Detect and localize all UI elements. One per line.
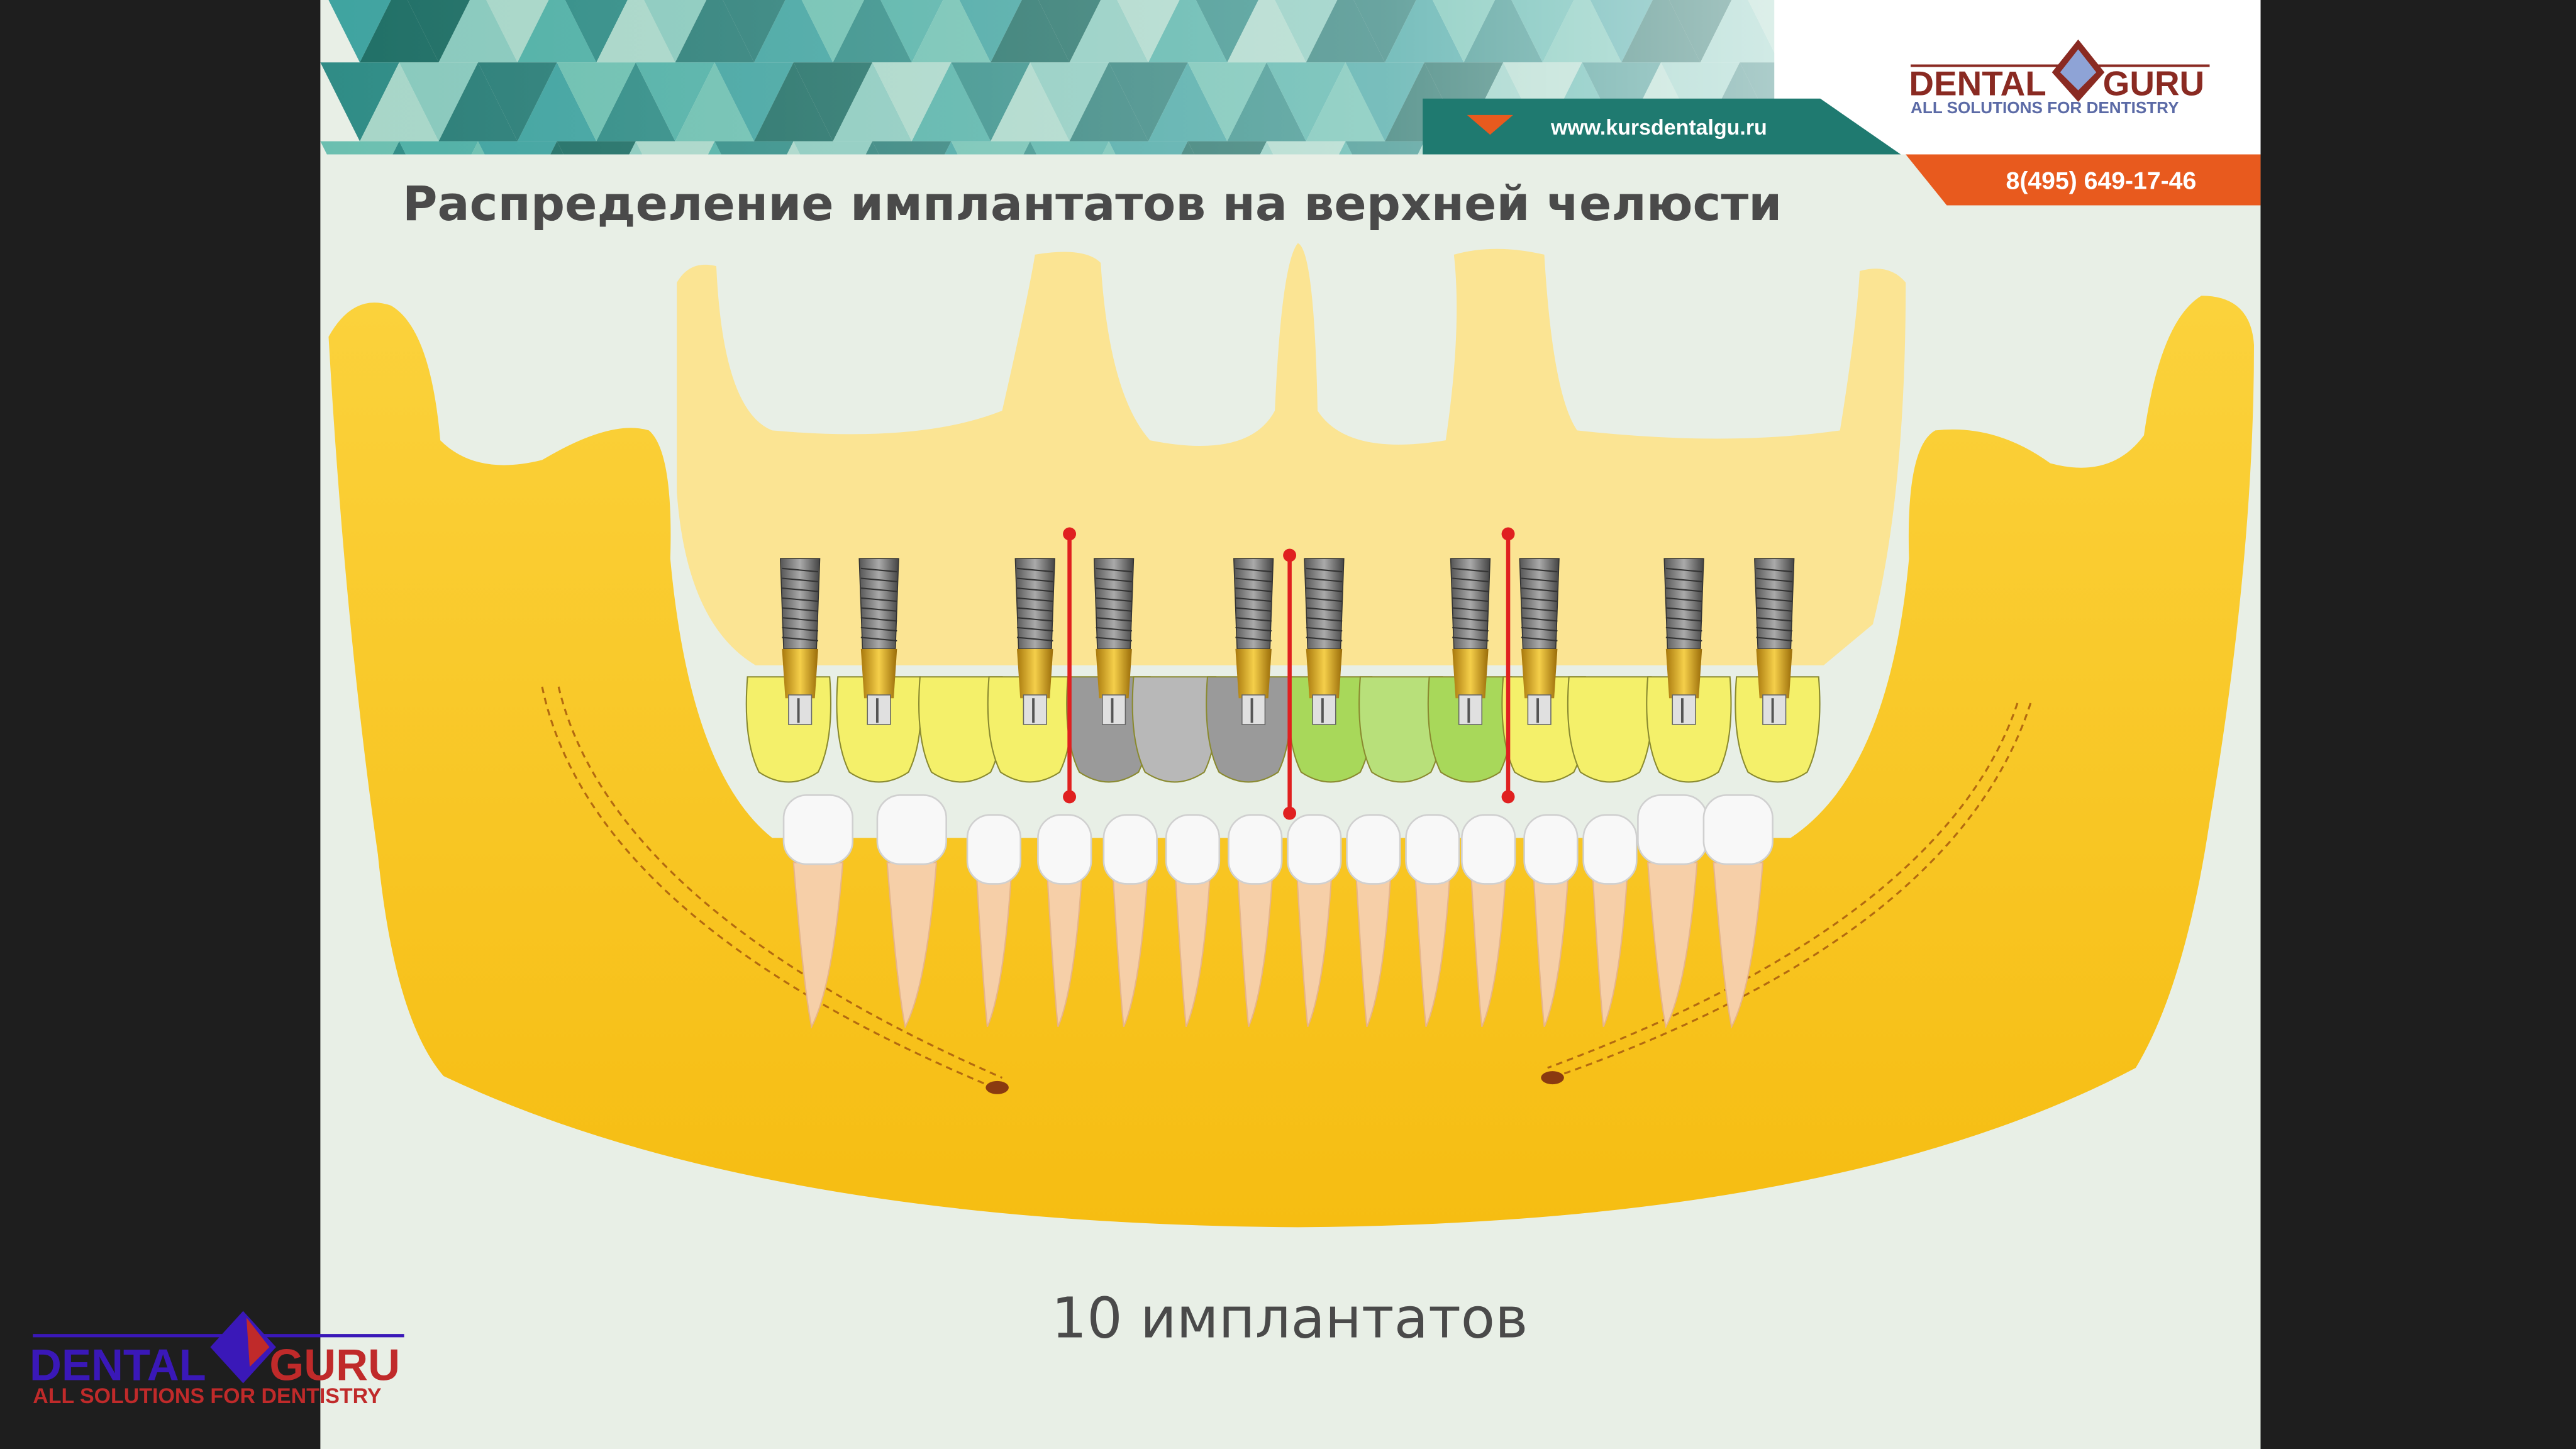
implant — [1754, 558, 1795, 725]
svg-text:DENTAL: DENTAL — [1909, 64, 2046, 103]
lower-tooth-crown — [782, 794, 854, 865]
upper-teeth — [745, 676, 1821, 783]
lower-tooth-root — [1295, 862, 1333, 1028]
line-endpoint — [1283, 806, 1297, 820]
website-ribbon[interactable] — [1423, 98, 1901, 155]
lower-tooth-crown — [1637, 794, 1708, 865]
lower-tooth-crown — [876, 794, 947, 865]
lower-tooth-root — [1532, 862, 1570, 1028]
lower-tooth-root — [1414, 862, 1452, 1028]
mental-foramen-left — [985, 1080, 1009, 1094]
header-logo: DENTAL GURU ALL SOLUTIONS FOR DENTISTRY — [1909, 39, 2210, 117]
lower-tooth-root — [1713, 862, 1764, 1029]
watermark-logo: DENTAL GURU ALL SOLUTIONS FOR DENTISTRY — [30, 1311, 404, 1408]
lower-tooth-crown — [1405, 814, 1460, 885]
implant — [780, 558, 821, 725]
distribution-lines — [1063, 527, 1515, 820]
lower-tooth-root — [1236, 862, 1274, 1028]
lower-tooth-crown — [1523, 814, 1579, 885]
lower-tooth-root — [1354, 862, 1392, 1028]
lower-tooth-root — [1045, 862, 1084, 1028]
implant — [1014, 558, 1055, 725]
upper-crown — [1646, 676, 1732, 783]
nerve-canal-left — [541, 686, 995, 1089]
implant — [1663, 558, 1704, 725]
slide-title: Распределение имплантатов на верхней чел… — [402, 176, 1782, 231]
svg-text:GURU: GURU — [2103, 64, 2204, 103]
lower-tooth-root — [975, 862, 1013, 1028]
implant-count-caption: 10 имплантатов — [1052, 1285, 1528, 1350]
implants — [780, 558, 1795, 725]
lower-tooth-crown — [1582, 814, 1638, 885]
implant — [1450, 558, 1491, 725]
line-endpoint — [1283, 548, 1297, 562]
implant — [1304, 558, 1345, 725]
maxilla — [677, 243, 1906, 665]
implant — [1233, 558, 1274, 725]
upper-crown — [1735, 676, 1821, 783]
implant — [858, 558, 899, 725]
line-endpoint — [1063, 527, 1077, 541]
lower-tooth-crown — [1165, 814, 1221, 885]
lower-tooth-crown — [1037, 814, 1092, 885]
lower-tooth-root — [1591, 862, 1629, 1028]
mental-foramen-right — [1541, 1071, 1564, 1085]
phone-ribbon — [1906, 154, 2261, 206]
line-endpoint — [1501, 790, 1515, 804]
lower-tooth-root — [886, 862, 938, 1029]
lower-teeth — [782, 794, 1774, 1029]
phone-number: 8(495) 649-17-46 — [2006, 167, 2197, 194]
svg-text:ALL SOLUTIONS FOR DENTISTRY: ALL SOLUTIONS FOR DENTISTRY — [33, 1384, 382, 1408]
svg-text:DENTAL: DENTAL — [30, 1340, 206, 1389]
lower-tooth-root — [792, 862, 844, 1029]
line-endpoint — [1063, 790, 1077, 804]
implant — [1519, 558, 1560, 725]
svg-text:GURU: GURU — [269, 1340, 400, 1389]
website-link[interactable]: www.kursdentalgu.ru — [1550, 116, 1767, 140]
lower-tooth-crown — [966, 814, 1022, 885]
lower-tooth-crown — [1346, 814, 1401, 885]
upper-crown — [1131, 676, 1218, 783]
nerve-canal-right — [1552, 702, 2032, 1079]
lower-tooth-crown — [1228, 814, 1283, 885]
lower-tooth-root — [1111, 862, 1150, 1028]
lower-tooth-crown — [1102, 814, 1158, 885]
upper-crown — [1567, 676, 1653, 783]
implant — [1093, 558, 1135, 725]
lower-tooth-crown — [1461, 814, 1516, 885]
lower-tooth-crown — [1287, 814, 1342, 885]
arrow-icon — [1467, 114, 1513, 135]
line-endpoint — [1501, 527, 1515, 541]
lower-tooth-root — [1646, 862, 1698, 1029]
lower-tooth-crown — [1702, 794, 1774, 865]
svg-text:ALL SOLUTIONS FOR DENTISTRY: ALL SOLUTIONS FOR DENTISTRY — [1911, 98, 2179, 117]
lower-tooth-root — [1174, 862, 1212, 1028]
lower-tooth-root — [1469, 862, 1507, 1028]
